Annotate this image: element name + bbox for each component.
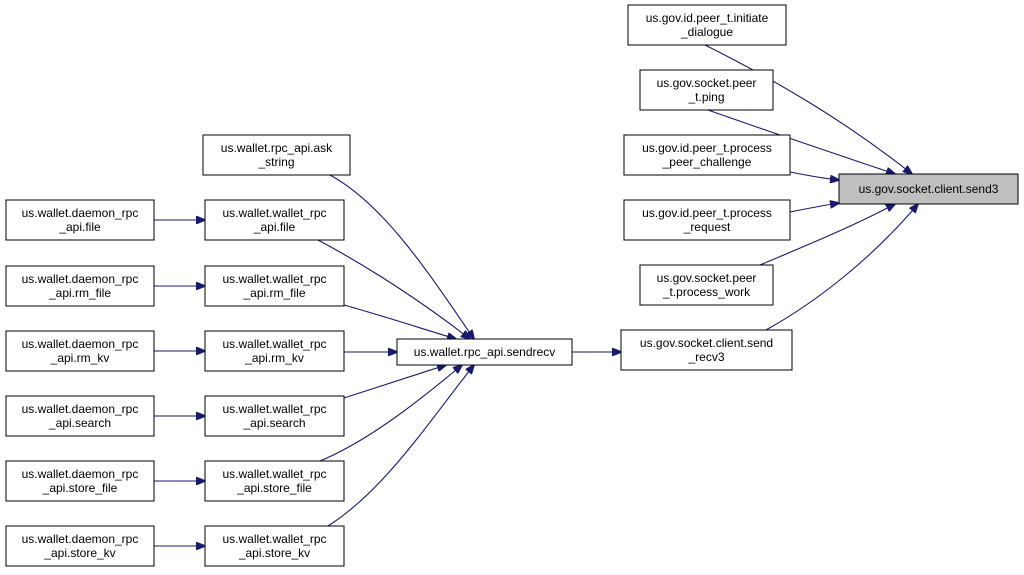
edge-w_rm_file-to-sendrecv (343, 304, 456, 339)
node-label-line: _api.rm_file (242, 286, 305, 300)
node-d-file[interactable]: us.wallet.daemon_rpc_api.file (5, 199, 155, 241)
node-box (639, 69, 774, 111)
edges-layer (154, 44, 918, 546)
node-label-line: us.gov.id.peer_t.process (642, 206, 772, 220)
node-process-work[interactable]: us.gov.socket.peer_t.process_work (639, 264, 774, 306)
node-label-line: us.wallet.wallet_rpc (222, 272, 326, 286)
node-label-line: _t.process_work (662, 285, 751, 299)
node-label-line: _api.search (242, 416, 305, 430)
node-label-line: _api.rm_kv (50, 351, 110, 365)
node-label-line: _api.rm_file (48, 286, 111, 300)
node-label-line: us.gov.socket.client.send (640, 336, 773, 350)
node-box (204, 199, 345, 241)
node-label-line: us.gov.socket.peer (657, 271, 757, 285)
node-box (204, 265, 345, 307)
node-label-line: us.wallet.wallet_rpc (222, 532, 326, 546)
node-label-line: us.gov.id.peer_t.process (642, 141, 772, 155)
node-label-line: us.gov.socket.client.send3 (859, 182, 999, 196)
node-label-line: us.wallet.daemon_rpc (22, 206, 139, 220)
node-ask-string[interactable]: us.wallet.rpc_api.ask_string (202, 134, 351, 176)
node-d-rm-file[interactable]: us.wallet.daemon_rpc_api.rm_file (5, 265, 155, 307)
node-label-line: us.wallet.wallet_rpc (222, 467, 326, 481)
edge-w_store_kv-to-sendrecv (327, 365, 474, 527)
node-label-line: _dialogue (680, 25, 733, 39)
node-label-line: _api.store_kv (43, 546, 115, 560)
node-w-store-kv[interactable]: us.wallet.wallet_rpc_api.store_kv (204, 525, 345, 567)
edge-w_file-to-sendrecv (317, 239, 470, 339)
edge-w_search-to-sendrecv (343, 365, 446, 399)
node-initiate-dialogue[interactable]: us.gov.id.peer_t.initiate_dialogue (627, 4, 787, 46)
node-w-search[interactable]: us.wallet.wallet_rpc_api.search (204, 395, 345, 437)
edge-send_recv3-to-send3 (765, 204, 918, 331)
node-ping[interactable]: us.gov.socket.peer_t.ping (639, 69, 774, 111)
edge-w_store_file-to-sendrecv (319, 365, 462, 462)
node-sendrecv[interactable]: us.wallet.rpc_api.sendrecv (396, 338, 573, 366)
edge-process_request-to-send3 (789, 203, 839, 213)
node-label-line: us.wallet.daemon_rpc (22, 467, 139, 481)
node-d-store-kv[interactable]: us.wallet.daemon_rpc_api.store_kv (5, 525, 155, 567)
node-w-rm-file[interactable]: us.wallet.wallet_rpc_api.rm_file (204, 265, 345, 307)
node-box (838, 173, 1019, 205)
node-box (202, 134, 351, 176)
node-label-line: us.wallet.wallet_rpc (222, 402, 326, 416)
node-label-line: us.wallet.rpc_api.sendrecv (414, 345, 555, 359)
node-process-request[interactable]: us.gov.id.peer_t.process_request (623, 199, 791, 241)
node-box (5, 525, 155, 567)
node-label-line: _t.ping (687, 90, 724, 104)
node-label-line: us.wallet.daemon_rpc (22, 272, 139, 286)
node-box (5, 395, 155, 437)
node-label-line: _recv3 (687, 350, 724, 364)
node-label-line: _api.store_kv (238, 546, 310, 560)
node-label-line: _api.store_file (236, 481, 312, 495)
node-send-recv3[interactable]: us.gov.socket.client.send_recv3 (620, 329, 793, 371)
node-label-line: _api.rm_kv (244, 351, 304, 365)
node-box (627, 4, 787, 46)
node-box (204, 330, 345, 372)
node-label-line: _request (683, 220, 731, 234)
node-send3[interactable]: us.gov.socket.client.send3 (838, 173, 1019, 205)
edge-initiate_dialogue-to-send3 (704, 44, 912, 174)
edge-ping-to-send3 (707, 109, 895, 174)
node-box (396, 338, 573, 366)
node-label-line: us.wallet.wallet_rpc (222, 337, 326, 351)
node-label-line: us.wallet.daemon_rpc (22, 532, 139, 546)
node-box (204, 395, 345, 437)
node-box (204, 460, 345, 502)
node-label-line: us.gov.socket.peer (657, 76, 757, 90)
edge-process_work-to-send3 (759, 204, 895, 266)
node-box (623, 199, 791, 241)
node-label-line: _api.file (58, 220, 101, 234)
node-box (204, 525, 345, 567)
edge-process_peer_challenge-to-send3 (789, 171, 839, 180)
node-label-line: _api.store_file (42, 481, 118, 495)
node-label-line: _peer_challenge (662, 155, 752, 169)
node-label-line: _string (257, 155, 294, 169)
node-box (639, 264, 774, 306)
node-w-file[interactable]: us.wallet.wallet_rpc_api.file (204, 199, 345, 241)
node-label-line: us.wallet.wallet_rpc (222, 206, 326, 220)
node-label-line: us.gov.id.peer_t.initiate (646, 11, 769, 25)
node-process-peer-challenge[interactable]: us.gov.id.peer_t.process_peer_challenge (623, 134, 791, 176)
node-w-store-file[interactable]: us.wallet.wallet_rpc_api.store_file (204, 460, 345, 502)
nodes-layer: us.gov.socket.client.send3 us.gov.id.peer… (5, 4, 1019, 567)
node-d-search[interactable]: us.wallet.daemon_rpc_api.search (5, 395, 155, 437)
node-d-rm-kv[interactable]: us.wallet.daemon_rpc_api.rm_kv (5, 330, 155, 372)
node-label-line: us.wallet.daemon_rpc (22, 402, 139, 416)
node-box (5, 199, 155, 241)
node-label-line: us.wallet.rpc_api.ask (221, 141, 333, 155)
edge-ask_string-to-sendrecv (329, 174, 474, 339)
node-box (620, 329, 793, 371)
node-d-store-file[interactable]: us.wallet.daemon_rpc_api.store_file (5, 460, 155, 502)
node-box (623, 134, 791, 176)
node-label-line: _api.search (48, 416, 111, 430)
node-box (5, 330, 155, 372)
node-box (5, 460, 155, 502)
node-label-line: _api.file (253, 220, 296, 234)
node-label-line: us.wallet.daemon_rpc (22, 337, 139, 351)
node-box (5, 265, 155, 307)
node-w-rm-kv[interactable]: us.wallet.wallet_rpc_api.rm_kv (204, 330, 345, 372)
